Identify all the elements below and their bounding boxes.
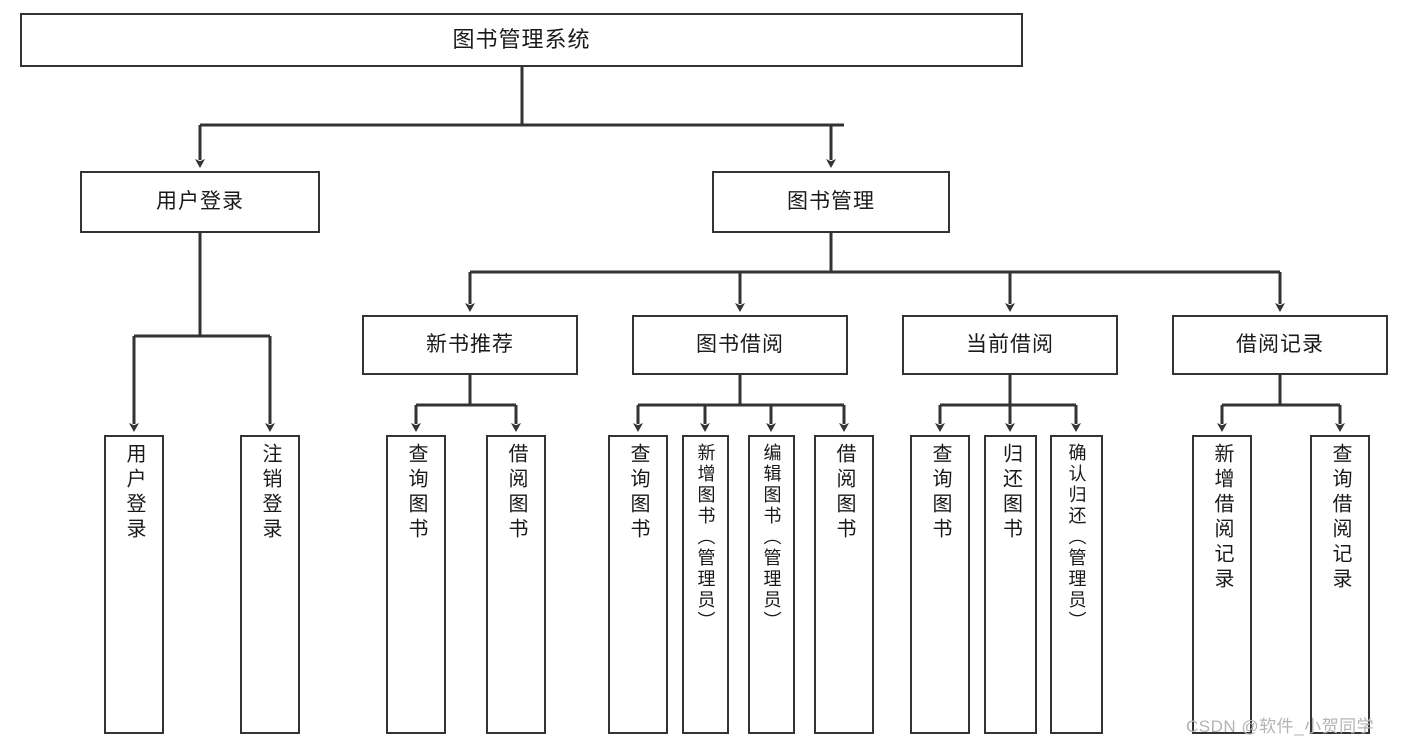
- node-leaf-query-record[interactable]: 查询借阅记录: [1310, 435, 1370, 734]
- node-leaf-user-login-label: 用户登录: [123, 443, 145, 543]
- node-leaf-query-book-2[interactable]: 查询图书: [608, 435, 668, 734]
- node-leaf-add-book-label: 新增图书（管理员）: [695, 443, 716, 632]
- node-leaf-return-book-label: 归还图书: [999, 443, 1022, 543]
- node-leaf-query-book-3[interactable]: 查询图书: [910, 435, 970, 734]
- node-root[interactable]: 图书管理系统: [20, 13, 1023, 67]
- node-leaf-query-book-1-label: 查询图书: [405, 443, 427, 543]
- node-leaf-borrow-book-1[interactable]: 借阅图书: [486, 435, 546, 734]
- node-leaf-add-record-label: 新增借阅记录: [1211, 443, 1233, 593]
- node-leaf-return-book[interactable]: 归还图书: [984, 435, 1037, 734]
- node-root-label: 图书管理系统: [452, 27, 591, 53]
- node-user-login[interactable]: 用户登录: [80, 171, 320, 233]
- node-leaf-query-book-3-label: 查询图书: [929, 443, 951, 543]
- node-leaf-edit-book-label: 编辑图书（管理员）: [761, 443, 782, 632]
- node-leaf-borrow-book-2-label: 借阅图书: [833, 443, 855, 543]
- node-leaf-query-record-label: 查询借阅记录: [1329, 443, 1351, 593]
- node-current-borrow[interactable]: 当前借阅: [902, 315, 1118, 375]
- node-book-borrow[interactable]: 图书借阅: [632, 315, 848, 375]
- node-user-login-label: 用户登录: [156, 189, 244, 213]
- node-leaf-logout-login-label: 注销登录: [259, 443, 281, 543]
- node-leaf-query-book-1[interactable]: 查询图书: [386, 435, 446, 734]
- node-leaf-add-record[interactable]: 新增借阅记录: [1192, 435, 1252, 734]
- node-leaf-confirm-return[interactable]: 确认归还（管理员）: [1050, 435, 1103, 734]
- node-leaf-confirm-return-label: 确认归还（管理员）: [1066, 443, 1087, 632]
- node-book-manage-label: 图书管理: [787, 189, 875, 213]
- node-leaf-query-book-2-label: 查询图书: [627, 443, 649, 543]
- node-leaf-borrow-book-2[interactable]: 借阅图书: [814, 435, 874, 734]
- node-leaf-user-login[interactable]: 用户登录: [104, 435, 164, 734]
- csdn-watermark: CSDN @软件_小贺同学: [1186, 717, 1375, 736]
- node-borrow-record[interactable]: 借阅记录: [1172, 315, 1388, 375]
- node-leaf-borrow-book-1-label: 借阅图书: [505, 443, 527, 543]
- node-new-book-recommend[interactable]: 新书推荐: [362, 315, 578, 375]
- node-book-borrow-label: 图书借阅: [696, 332, 784, 356]
- node-leaf-add-book[interactable]: 新增图书（管理员）: [682, 435, 729, 734]
- node-book-manage[interactable]: 图书管理: [712, 171, 950, 233]
- node-leaf-logout-login[interactable]: 注销登录: [240, 435, 300, 734]
- node-new-book-recommend-label: 新书推荐: [426, 332, 514, 356]
- node-borrow-record-label: 借阅记录: [1236, 332, 1324, 356]
- node-leaf-edit-book[interactable]: 编辑图书（管理员）: [748, 435, 795, 734]
- node-current-borrow-label: 当前借阅: [966, 332, 1054, 356]
